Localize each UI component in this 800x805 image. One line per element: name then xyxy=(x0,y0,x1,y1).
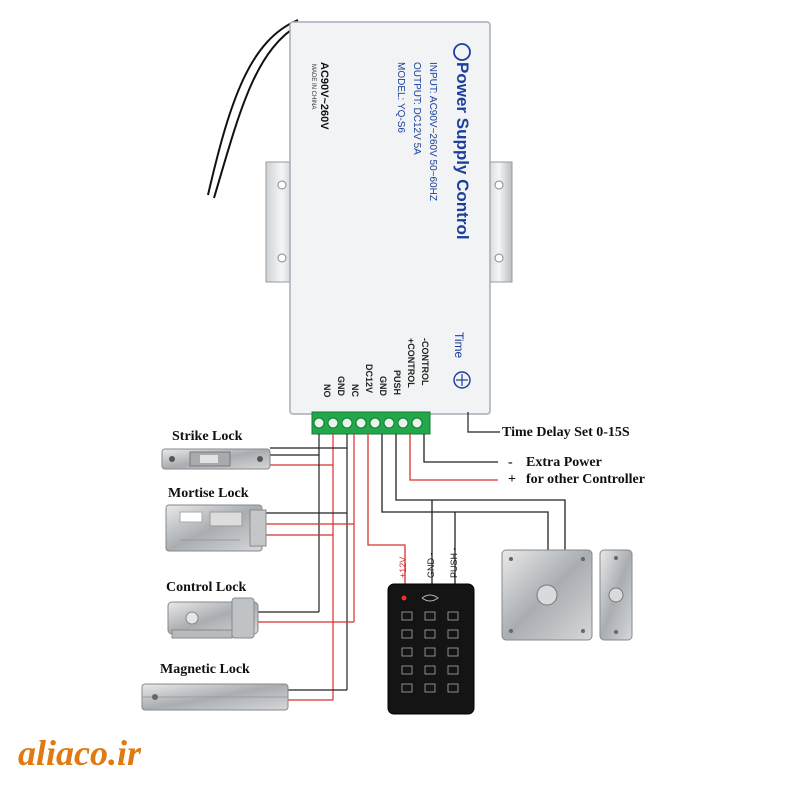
psu-time-label: Time xyxy=(452,332,466,359)
time-adjust-knob-icon[interactable] xyxy=(453,371,471,389)
control-lock-label: Control Lock xyxy=(166,580,247,595)
psu-model: MODEL: YQ-S6 xyxy=(395,62,406,133)
strike-lock-label: Strike Lock xyxy=(172,429,243,444)
terminal-label-push: PUSH xyxy=(392,370,402,396)
psu-output-spec: OUTPUT: DC12V 5A xyxy=(411,62,422,155)
lock-wiring xyxy=(258,434,355,701)
psu-voltage-label: AC90V~260V xyxy=(318,62,330,130)
terminal-label-gnd-2: GND xyxy=(336,376,346,396)
exit-button-push-wire xyxy=(395,434,566,552)
terminal-label-nc: NC xyxy=(350,384,360,397)
site-watermark: aliaco.ir xyxy=(18,733,141,773)
magnetic-lock-image xyxy=(141,683,289,711)
extra-power-label: Extra Power xyxy=(526,455,602,470)
extra-power-minus-wire xyxy=(423,434,498,463)
mortise-lock-image xyxy=(165,504,267,552)
terminal-label-gnd: GND xyxy=(378,376,388,396)
terminal-label-no: NO xyxy=(322,384,332,398)
magnetic-lock-label: Magnetic Lock xyxy=(160,662,250,677)
psu-made-in: MADE IN CHINA xyxy=(310,64,316,110)
exit-button-gnd-wire xyxy=(381,434,549,552)
exit-button-narrow xyxy=(599,549,633,641)
time-delay-label: Time Delay Set 0-15S xyxy=(502,425,630,440)
exit-button-square xyxy=(501,549,593,641)
keypad-label-gnd: GND - xyxy=(426,552,436,579)
keypad-12v-wire xyxy=(367,434,406,585)
extra-power-minus-sign: - xyxy=(508,455,513,470)
strike-lock-image xyxy=(161,448,271,470)
access-keypad xyxy=(387,583,475,715)
psu-input-spec: INPUT: AC90V~260V 50~60HZ xyxy=(427,62,438,201)
keypad-label-12v: +12V xyxy=(398,556,408,578)
terminal-label-plus-control: +CONTROL xyxy=(406,338,416,388)
mortise-lock-label: Mortise Lock xyxy=(168,486,249,501)
extra-power-plus-wire xyxy=(409,434,498,481)
other-controller-label: for other Controller xyxy=(526,472,645,487)
extra-power-plus-sign: + xyxy=(508,472,516,487)
brand-logo-icon xyxy=(453,43,471,61)
keypad-label-push: PUSH - xyxy=(449,547,459,578)
keypad-buttons xyxy=(401,611,459,693)
terminal-label-dc12v: DC12V xyxy=(364,364,374,394)
terminal-screws xyxy=(313,417,423,429)
psu-title: Power Supply Control xyxy=(453,62,472,240)
terminal-label-minus-control: -CONTROL xyxy=(420,338,430,386)
ac-input-cable xyxy=(207,19,301,199)
control-lock-image xyxy=(167,597,259,639)
time-delay-leader xyxy=(467,412,500,433)
